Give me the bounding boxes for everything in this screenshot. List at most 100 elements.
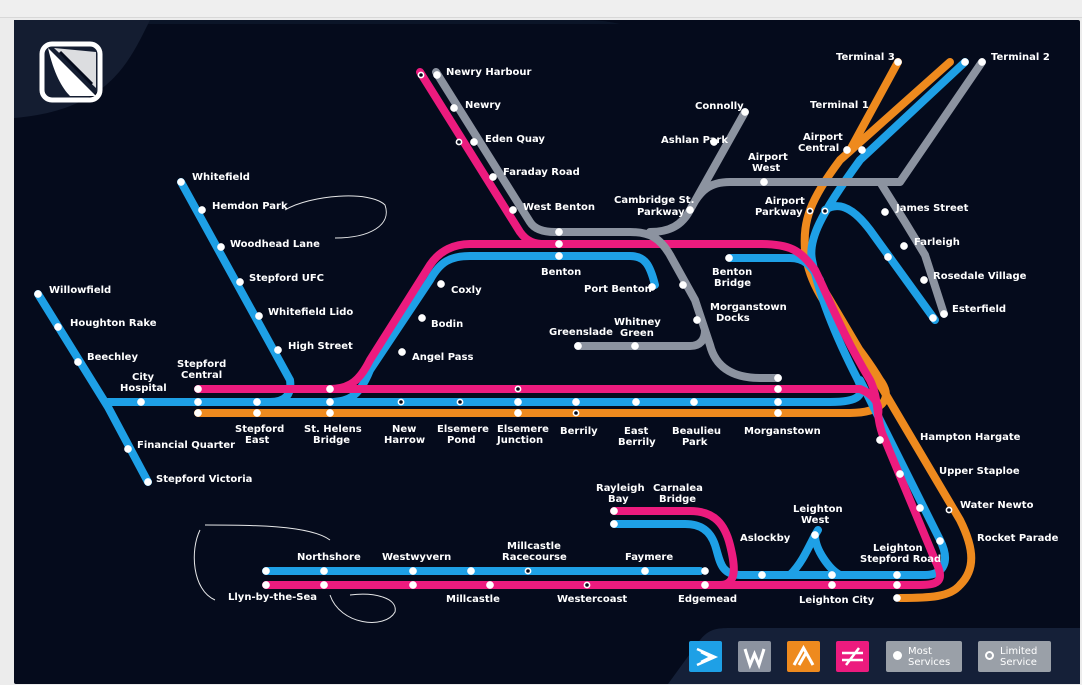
station-dot[interactable]	[555, 228, 563, 236]
limited-station-dot[interactable]	[397, 398, 405, 406]
station-dot[interactable]	[574, 342, 582, 350]
station-dot[interactable]	[929, 314, 937, 322]
station-faymere[interactable]: Faymere	[625, 552, 673, 563]
station-westercoast[interactable]: Westercoast	[557, 594, 627, 605]
limited-station-dot[interactable]	[417, 71, 425, 79]
station-dot[interactable]	[74, 358, 82, 366]
station-dot[interactable]	[326, 409, 334, 417]
station-dot[interactable]	[725, 254, 733, 262]
station-dot[interactable]	[326, 398, 334, 406]
station-houghton-rake[interactable]: Houghton Rake	[70, 318, 157, 329]
station-dot[interactable]	[884, 253, 892, 261]
station-dot[interactable]	[177, 178, 185, 186]
station-high-street[interactable]: High Street	[288, 341, 353, 352]
station-terminal-2[interactable]: Terminal 2	[991, 52, 1050, 63]
station-dot[interactable]	[194, 398, 202, 406]
limited-station-dot[interactable]	[572, 409, 580, 417]
station-eden-quay[interactable]: Eden Quay	[485, 134, 545, 145]
station-dot[interactable]	[450, 104, 458, 112]
station-dot[interactable]	[470, 138, 478, 146]
station-dot[interactable]	[774, 374, 782, 382]
station-dot[interactable]	[900, 242, 908, 250]
station-farleigh[interactable]: Farleigh	[914, 237, 960, 248]
station-rosedale-village[interactable]: Rosedale Village	[933, 271, 1027, 282]
station-dot[interactable]	[253, 398, 261, 406]
station-dot[interactable]	[572, 398, 580, 406]
limited-station-dot[interactable]	[456, 398, 464, 406]
station-northshore[interactable]: Northshore	[297, 552, 361, 563]
station-west-benton[interactable]: West Benton	[523, 202, 595, 213]
station-dot[interactable]	[632, 398, 640, 406]
station-dot[interactable]	[514, 409, 522, 417]
station-dot[interactable]	[198, 206, 206, 214]
limited-station-dot[interactable]	[583, 581, 591, 589]
station-terminal-3[interactable]: Terminal 3	[836, 52, 895, 63]
station-cambridge-st-parkway[interactable]: Cambridge St.Parkway	[614, 195, 694, 218]
station-dot[interactable]	[489, 173, 497, 181]
station-dot[interactable]	[843, 146, 851, 154]
station-whitefield-lido[interactable]: Whitefield Lido	[268, 307, 353, 318]
station-dot[interactable]	[893, 571, 901, 579]
station-leighton-city[interactable]: Leighton City	[799, 595, 875, 606]
station-whitefield[interactable]: Whitefield	[192, 172, 250, 183]
limited-station-dot[interactable]	[514, 385, 522, 393]
station-connolly[interactable]: Connolly	[695, 101, 744, 112]
station-willowfield[interactable]: Willowfield	[49, 285, 111, 296]
station-dot[interactable]	[876, 436, 884, 444]
station-dot[interactable]	[893, 581, 901, 589]
station-dot[interactable]	[274, 346, 282, 354]
station-dot[interactable]	[326, 385, 334, 393]
limited-station-dot[interactable]	[455, 138, 463, 146]
station-dot[interactable]	[631, 342, 639, 350]
station-angel-pass[interactable]: Angel Pass	[412, 352, 473, 363]
station-dot[interactable]	[144, 478, 152, 486]
station-benton[interactable]: Benton	[541, 267, 581, 278]
station-dot[interactable]	[774, 398, 782, 406]
station-dot[interactable]	[437, 280, 445, 288]
station-dot[interactable]	[881, 208, 889, 216]
station-dot[interactable]	[858, 146, 866, 154]
station-rocket-parade[interactable]: Rocket Parade	[977, 533, 1059, 544]
station-dot[interactable]	[894, 58, 902, 66]
station-dot[interactable]	[555, 252, 563, 260]
station-dot[interactable]	[398, 348, 406, 356]
station-dot[interactable]	[940, 310, 948, 318]
station-dot[interactable]	[610, 520, 618, 528]
station-dot[interactable]	[679, 281, 687, 289]
station-james-street[interactable]: James Street	[895, 203, 969, 214]
station-dot[interactable]	[896, 470, 904, 478]
station-dot[interactable]	[409, 581, 417, 589]
station-hampton-hargate[interactable]: Hampton Hargate	[920, 432, 1021, 443]
station-dot[interactable]	[920, 276, 928, 284]
station-dot[interactable]	[194, 409, 202, 417]
station-beechley[interactable]: Beechley	[87, 352, 138, 363]
station-dot[interactable]	[710, 138, 718, 146]
station-dot[interactable]	[690, 398, 698, 406]
station-dot[interactable]	[701, 581, 709, 589]
station-dot[interactable]	[760, 178, 768, 186]
station-dot[interactable]	[916, 504, 924, 512]
station-dot[interactable]	[774, 385, 782, 393]
station-dot[interactable]	[961, 58, 969, 66]
station-dot[interactable]	[320, 567, 328, 575]
station-dot[interactable]	[693, 316, 701, 324]
station-dot[interactable]	[320, 581, 328, 589]
station-dot[interactable]	[54, 323, 62, 331]
station-dot[interactable]	[828, 571, 836, 579]
station-financial-quarter[interactable]: Financial Quarter	[137, 440, 235, 451]
station-dot[interactable]	[255, 312, 263, 320]
station-newry-harbour[interactable]: Newry Harbour	[446, 67, 532, 78]
station-dot[interactable]	[509, 206, 517, 214]
